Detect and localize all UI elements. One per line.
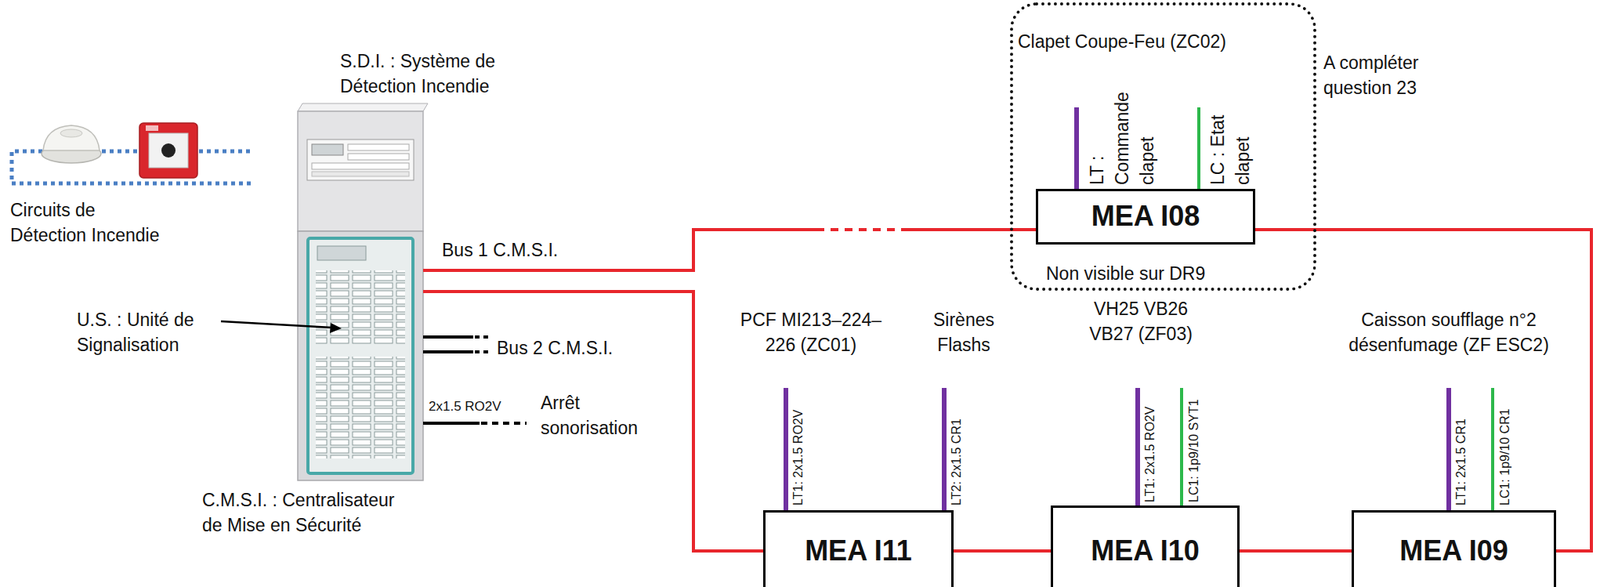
- smoke-detector-icon: [41, 125, 102, 163]
- system-caption: C.M.S.I. : Centralisateur de Mise en Séc…: [202, 487, 410, 538]
- signal-label: LT : Commande clapet: [1084, 75, 1160, 185]
- bus-connector: [953, 549, 1051, 553]
- label-holder: Bus 2 C.M.S.I.: [496, 335, 670, 361]
- label-holder: U.S. : Unité de Signalisation: [76, 307, 226, 358]
- signal-label: LC : Etat clapet: [1205, 75, 1256, 185]
- equipment-label: Caisson soufflage n°2 désenfumage (ZF ES…: [1341, 307, 1557, 358]
- box-label: MEA I08: [1091, 199, 1201, 233]
- fire-damper-zone: Clapet Coupe-Feu (ZC02) Non visible sur D…: [1009, 2, 1317, 291]
- label-holder: LC : Etat clapet: [1205, 75, 1256, 185]
- bus-label: Bus 1 C.M.S.I.: [441, 237, 615, 263]
- equipment-label: VH25 VB26 VB27 (ZF03): [1088, 296, 1195, 347]
- note: A compléter question 23: [1323, 50, 1441, 101]
- label-holder: S.D.I. : Système de Détection Incendie: [340, 48, 517, 99]
- equipment-label: PCF MI213–224–226 (ZC01): [738, 307, 884, 358]
- label-holder: LT1: 2x1.5 RO2V: [790, 387, 807, 506]
- label-holder: Arrêt sonorisation: [540, 390, 659, 441]
- wire-label: LT1: 2x1.5 CR1: [1453, 387, 1470, 506]
- wire-label: LT2: 2x1.5 CR1: [948, 387, 965, 506]
- bus-connector: [1255, 229, 1592, 551]
- callout-label: U.S. : Unité de Signalisation: [76, 307, 226, 358]
- cmsi-cabinet: [297, 103, 428, 481]
- bus-label: Bus 2 C.M.S.I.: [496, 335, 670, 361]
- wire-label: LC1: 1p9/10 CR1: [1497, 387, 1514, 506]
- label-holder: Sirènes Flashs: [924, 307, 1003, 358]
- label-holder: Circuits de Détection Incendie: [10, 197, 167, 248]
- pointer-arrow: [220, 321, 342, 334]
- label-holder: LC1: 1p9/10 SYT1: [1186, 384, 1202, 503]
- label-holder: LT2: 2x1.5 CR1: [948, 387, 965, 506]
- output-label: Arrêt sonorisation: [540, 390, 659, 441]
- label-holder: A compléter question 23: [1323, 50, 1441, 101]
- box-label: MEA I11: [804, 534, 913, 568]
- label-holder: Bus 1 C.M.S.I.: [441, 237, 615, 263]
- mea-box: MEA I10: [1050, 505, 1240, 587]
- label-holder: PCF MI213–224–226 (ZC01): [738, 307, 884, 358]
- label-holder: C.M.S.I. : Centralisateur de Mise en Séc…: [202, 487, 410, 538]
- mea-box: MEA I08: [1035, 188, 1256, 245]
- zone-note: Non visible sur DR9: [1046, 260, 1314, 286]
- label-holder: LT : Commande clapet: [1084, 75, 1160, 185]
- equipment-label: Sirènes Flashs: [924, 307, 1003, 358]
- circuit-caption: Circuits de Détection Incendie: [10, 197, 167, 248]
- label-holder: LC1: 1p9/10 CR1: [1497, 387, 1514, 506]
- box-label: MEA I10: [1090, 534, 1200, 568]
- call-point-icon: [139, 123, 198, 178]
- label-holder: 2x1.5 RO2V: [428, 398, 531, 416]
- system-caption: S.D.I. : Système de Détection Incendie: [340, 48, 517, 99]
- cable-spec: 2x1.5 RO2V: [428, 398, 531, 416]
- label-holder: LT1: 2x1.5 RO2V: [1142, 384, 1159, 503]
- box-label: MEA I09: [1399, 534, 1509, 568]
- bus-wire: [423, 229, 1036, 551]
- bus-connector: [1239, 549, 1352, 553]
- label-holder: Caisson soufflage n°2 désenfumage (ZF ES…: [1341, 307, 1557, 358]
- wire-label: LT1: 2x1.5 RO2V: [1142, 384, 1159, 503]
- mea-box: MEA I11: [763, 510, 954, 587]
- zone-title: Clapet Coupe-Feu (ZC02): [1017, 28, 1314, 55]
- label-holder: LT1: 2x1.5 CR1: [1453, 387, 1470, 506]
- wire-label: LC1: 1p9/10 SYT1: [1186, 384, 1202, 503]
- mea-box: MEA I09: [1351, 510, 1557, 587]
- label-holder: VH25 VB26 VB27 (ZF03): [1088, 296, 1195, 347]
- wire-label: LT1: 2x1.5 RO2V: [790, 387, 807, 506]
- status-wire: [1181, 107, 1493, 511]
